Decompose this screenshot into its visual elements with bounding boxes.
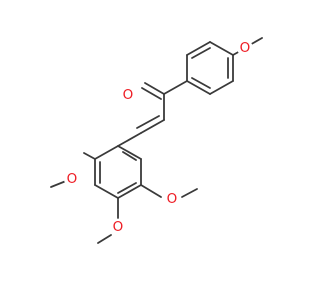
bond-alpha-beta-1 <box>140 119 165 134</box>
bond-ringB-6 <box>94 145 119 160</box>
bond-carbonyl-double-1 <box>144 82 165 95</box>
ring-trimethoxyphenyl <box>94 145 142 199</box>
bond-ringB-to-oxygen-right <box>140 184 162 198</box>
ring-4-methoxyphenyl <box>186 41 234 95</box>
bond-ringA-to-carbonyl <box>163 80 188 95</box>
bond-ringB-4 <box>94 184 119 199</box>
atom-methoxy-oxygen-top-right: O <box>237 40 253 56</box>
structure-canvas: O O O O O <box>50 37 263 244</box>
methoxy-oxygen-left-label: O <box>67 171 78 187</box>
bond-oxygen-to-methyl-left <box>50 180 67 188</box>
atom-methoxy-oxygen-right: O <box>164 191 180 207</box>
bond-ringB-to-oxygen-left <box>83 152 96 160</box>
chalcone-structure-diagram: O O O O O <box>50 37 263 244</box>
bond-ringA-inner-1 <box>191 47 211 59</box>
bond-alpha-beta-2 <box>136 115 160 129</box>
bond-oxygen-to-methyl-right <box>181 188 198 198</box>
atom-methoxy-oxygen-bottom: O <box>110 219 126 235</box>
bond-ringA-2 <box>209 41 234 56</box>
methoxy-oxygen-top-right-label: O <box>240 40 251 56</box>
atom-carbonyl-oxygen: O <box>120 87 136 103</box>
bond-ringB-inner-1 <box>122 151 137 161</box>
methoxy-oxygen-right-label: O <box>167 191 178 207</box>
carbonyl-oxygen-label: O <box>123 87 134 103</box>
bond-ringB-3 <box>117 184 142 199</box>
bond-ringB-1 <box>117 145 142 160</box>
bond-ringA-4 <box>209 80 234 95</box>
atom-methoxy-oxygen-left: O <box>64 171 80 187</box>
bond-ringB-inner-2 <box>117 182 137 194</box>
bond-ringA-5 <box>186 80 211 95</box>
methoxy-oxygen-bottom-label: O <box>113 219 124 235</box>
bond-ringA-1 <box>186 41 211 56</box>
bond-ringA-inner-3 <box>191 77 211 89</box>
bond-carbonyl-double-2 <box>141 87 162 100</box>
bond-beta-to-ringB <box>117 132 142 147</box>
bond-oxygen-to-methyl-bottom <box>97 234 112 244</box>
